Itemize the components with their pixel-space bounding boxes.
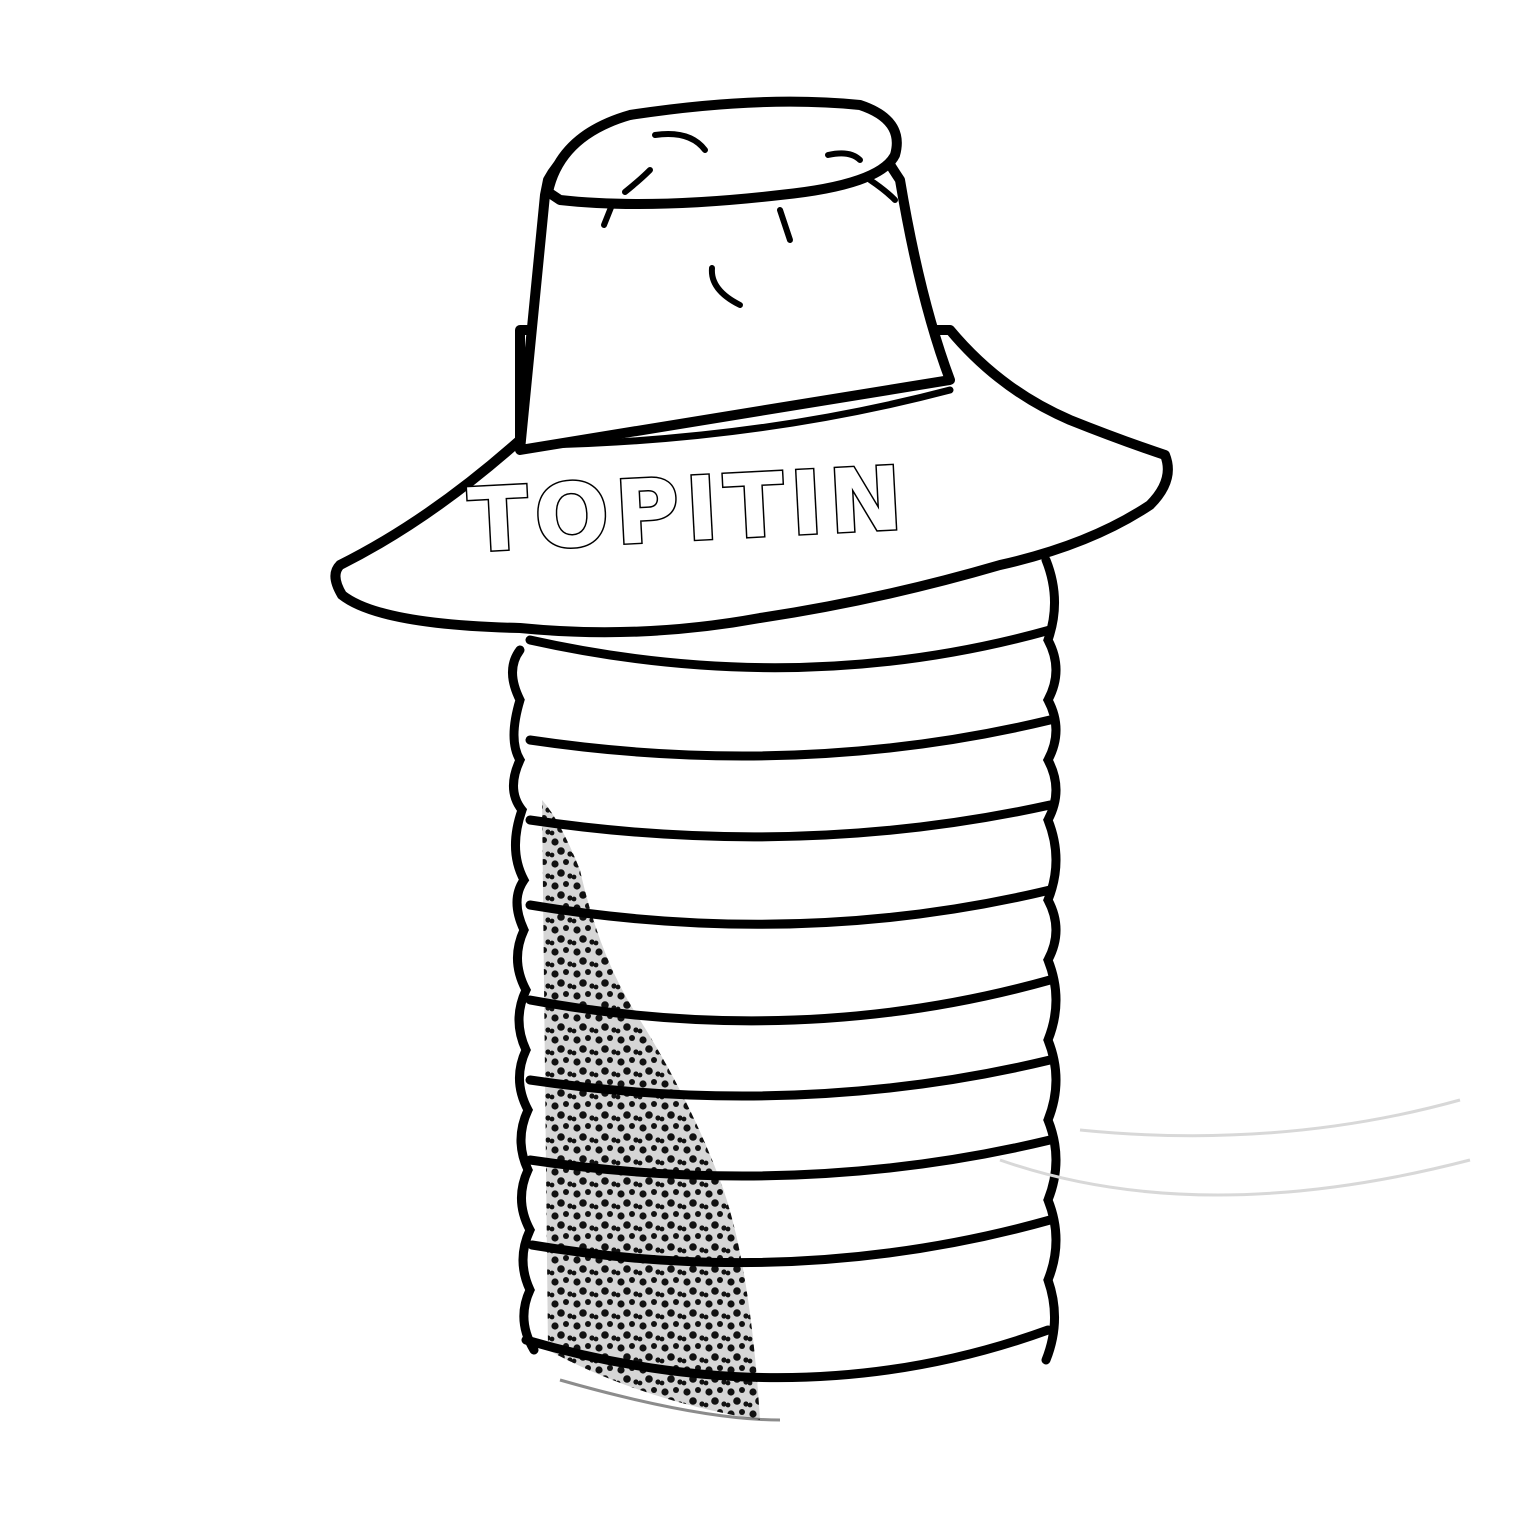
hat-brand-text: TOPITIN	[466, 447, 911, 573]
tin-can	[508, 555, 1061, 1422]
can-bottom-inner	[559, 1378, 781, 1422]
can-rib	[525, 800, 1055, 842]
hat-crease	[622, 167, 653, 195]
hat-creases	[601, 131, 898, 308]
hat-crease	[601, 202, 615, 228]
can-left-edge	[508, 645, 539, 1355]
can-bottom-rim	[521, 1325, 1053, 1383]
can-rib	[525, 975, 1055, 1026]
hat-band	[541, 386, 954, 449]
hat-crease	[652, 131, 708, 153]
can-ribs	[525, 625, 1055, 1268]
can-rib	[525, 715, 1055, 761]
can-rib	[525, 625, 1055, 673]
can-rib	[525, 1055, 1055, 1101]
hat-crease	[708, 265, 743, 308]
hat-top	[543, 96, 902, 209]
hat-crease	[867, 177, 898, 203]
can-right-edge	[1041, 555, 1061, 1365]
can-rib	[527, 1215, 1055, 1268]
can-rib	[525, 885, 1055, 929]
can-rib	[525, 1135, 1055, 1181]
hat-crease	[777, 207, 793, 243]
shadow-sketch	[999, 1098, 1471, 1197]
bucket-hat: TOPITIN	[330, 96, 1173, 638]
hat-crease	[825, 150, 863, 163]
